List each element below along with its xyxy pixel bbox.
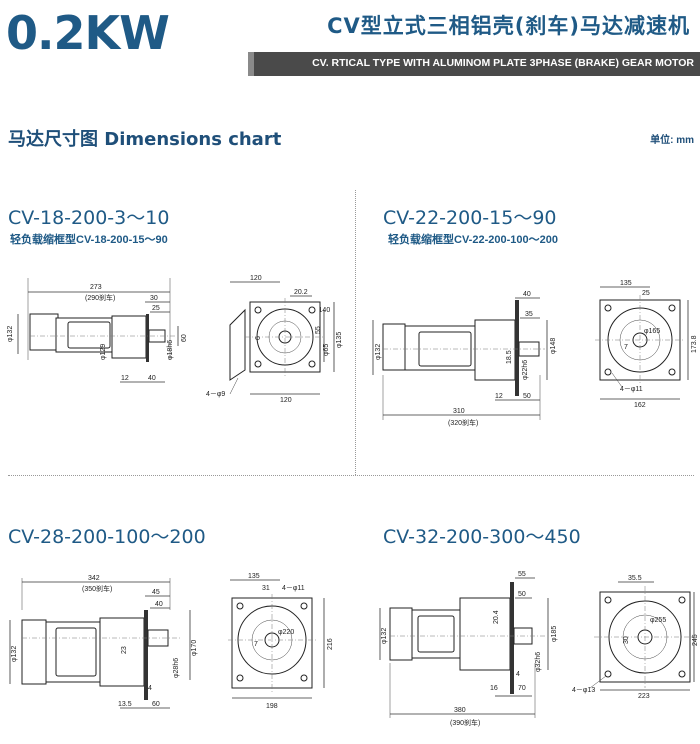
dim-d3-4: 16 xyxy=(490,685,498,692)
dim-d1-4: 55 xyxy=(518,571,526,578)
model-variant-2: 轻负载缩框型CV-22-200-100～200 xyxy=(388,234,558,246)
dim-front-b-2: φ165 xyxy=(644,328,660,335)
dim-front-bottom-1: 120 xyxy=(280,397,292,404)
dim-front-a-1: 20.2 xyxy=(294,289,308,296)
dim-front-bottom-2: 162 xyxy=(634,402,646,409)
dim-h2-2: 18.5 xyxy=(506,350,513,364)
dim-h3-3: φ28h6 xyxy=(173,658,180,678)
dim-front-hole-2: 4－φ11 xyxy=(620,386,643,393)
side-view-drawing-2: 40 35 φ132 18.5 φ22h6 φ148 12 50 310 (32… xyxy=(372,291,557,427)
dim-front-hole-4: 4－φ13 xyxy=(572,687,595,694)
dim-d3-1: 12 xyxy=(121,375,129,382)
dim-h3-2: φ22h6 xyxy=(522,360,529,380)
front-view-drawing-2: 135 25 φ165 7 173.8 4－φ11 162 xyxy=(595,280,698,409)
dim-front-hole-3: 4－φ11 xyxy=(282,585,305,592)
dim-h2-4: 20.4 xyxy=(493,610,500,624)
dim-d1-3: 45 xyxy=(152,589,160,596)
dim-front-h-3: 216 xyxy=(327,638,334,650)
dim-d2-1: 25 xyxy=(152,305,160,312)
dim-front-b-3: φ220 xyxy=(278,629,294,636)
dim-front-w-4: 35.5 xyxy=(628,575,642,582)
model-name-1: CV-18-200-3～10 xyxy=(8,207,170,229)
dim-front-w-2: 135 xyxy=(620,280,632,287)
model-variant-1: 轻负载缩框型CV-18-200-15～90 xyxy=(10,234,168,246)
dim-h1-4: φ132 xyxy=(381,628,388,644)
dim-front-hole-1: 4－φ9 xyxy=(206,391,225,398)
dim-front-bottom-4: 223 xyxy=(638,693,650,700)
dim-h2-1: 60 xyxy=(181,334,188,342)
dim-total-4: 380 xyxy=(454,707,466,714)
dim-front-f-1: φ135 xyxy=(336,332,343,348)
side-view-drawing-4: 55 50 φ132 20.4 φ32h6 φ185 4 16 70 380 (… xyxy=(379,571,558,727)
dim-d5-4: 4 xyxy=(516,671,520,678)
horizontal-divider xyxy=(8,475,694,476)
dim-total-2: 310 xyxy=(453,408,465,415)
dim-h4-2: φ148 xyxy=(550,338,557,354)
front-view-drawing-4: 35.5 φ255 30 245 4－φ13 223 xyxy=(572,575,699,700)
dim-d4-2: 50 xyxy=(523,393,531,400)
dim-front-w-3: 135 xyxy=(248,573,260,580)
model-name-2: CV-22-200-15～90 xyxy=(383,207,557,229)
model-name-3: CV-28-200-100～200 xyxy=(8,526,206,548)
dim-d1-1: 30 xyxy=(150,295,158,302)
dim-h4-3: φ170 xyxy=(191,640,198,656)
dim-d4-3: 60 xyxy=(152,701,160,708)
dim-front-c-1: φ65 xyxy=(323,344,330,356)
front-view-drawing-3: 135 31 4－φ11 φ220 7 216 198 xyxy=(228,573,334,710)
dim-d5-3: 4 xyxy=(148,685,152,692)
dim-front-d-1: 55 xyxy=(315,326,322,334)
dim-d1-2: 40 xyxy=(523,291,531,298)
dim-front-c-2: 7 xyxy=(624,344,628,351)
unit-label: 单位: mm xyxy=(650,135,694,146)
vertical-divider xyxy=(355,190,356,475)
dim-h3-4: φ32h6 xyxy=(535,652,542,672)
dim-brake-3: (350刹车) xyxy=(82,584,112,593)
dim-d2-4: 50 xyxy=(518,591,526,598)
dim-h4-1: φ129 xyxy=(100,344,107,360)
product-title-bar: CV. RTICAL TYPE WITH ALUMINOM PLATE 3PHA… xyxy=(248,52,700,76)
dim-total-1: 273 xyxy=(90,284,102,291)
dim-d4-4: 70 xyxy=(518,685,526,692)
dim-front-e-1: 6 xyxy=(255,336,262,340)
dim-brake-1: (290刹车) xyxy=(85,293,115,302)
dim-front-a-2: 25 xyxy=(642,290,650,297)
product-title-cn: CV型立式三相铝壳(刹车)马达减速机 xyxy=(327,14,690,38)
dim-h3-1: φ18h6 xyxy=(167,340,174,360)
dim-h4-4: φ185 xyxy=(551,626,558,642)
side-view-drawing-1: 273 (290刹车) 30 25 φ132 60 φ18h6 φ129 12 … xyxy=(7,278,188,383)
model-name-4: CV-32-200-300～450 xyxy=(383,526,581,548)
dim-front-bottom-3: 198 xyxy=(266,703,278,710)
dim-d4-1: 40 xyxy=(148,375,156,382)
power-rating: 0.2KW xyxy=(6,6,170,60)
section-title: 马达尺寸图 Dimensions chart xyxy=(8,129,282,150)
dim-d3-3: 13.5 xyxy=(118,701,132,708)
dim-front-w-1: 120 xyxy=(250,275,262,282)
dim-h1-2: φ132 xyxy=(375,344,382,360)
dim-front-c-4: 30 xyxy=(623,636,630,644)
dim-brake-2: (320刹车) xyxy=(448,418,478,427)
dim-total-3: 342 xyxy=(88,575,100,582)
product-title-en: CV. RTICAL TYPE WITH ALUMINOM PLATE 3PHA… xyxy=(312,57,694,69)
dim-d3-2: 12 xyxy=(495,393,503,400)
dim-front-b-1: φ140 xyxy=(314,307,330,314)
dim-front-a-3: 31 xyxy=(262,585,270,592)
dim-front-h-4: 245 xyxy=(692,634,699,646)
front-view-drawing-1: 120 20.2 φ140 6 55 φ65 φ135 4－φ9 120 xyxy=(206,275,343,404)
dim-brake-4: (390刹车) xyxy=(450,718,480,727)
dim-d2-2: 35 xyxy=(525,311,533,318)
dim-front-c-3: 7 xyxy=(254,641,258,648)
dim-d2-3: 40 xyxy=(155,601,163,608)
side-view-drawing-3: 342 (350刹车) 45 40 φ132 23 φ28h6 φ170 4 1… xyxy=(9,575,198,709)
dim-h1-3: φ132 xyxy=(11,646,18,662)
dim-front-b-4: φ255 xyxy=(650,617,666,624)
dim-front-h-2: 173.8 xyxy=(691,335,698,353)
dim-h1-1: φ132 xyxy=(7,326,14,342)
dim-h2-3: 23 xyxy=(121,646,128,654)
